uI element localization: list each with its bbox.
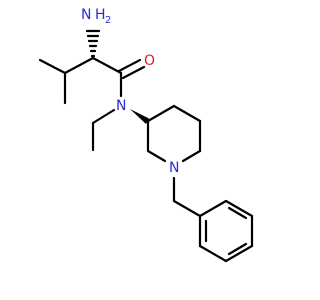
benzene-bond-4	[224, 244, 254, 263]
molecule-canvas: N H 2 O N N	[38, 7, 254, 263]
bond-ch-alpha	[63, 56, 95, 75]
solid-wedge-bond	[130, 109, 149, 124]
ring-bond-4	[181, 149, 202, 163]
bond-methyl1-ch	[38, 58, 67, 75]
ring-nitrogen-label: N	[169, 160, 179, 176]
bond-carbonyl-double-1	[117, 58, 142, 73]
amine-hydrogen-label: H	[95, 7, 106, 23]
bond-carbonyl-double-2	[121, 65, 146, 80]
hashed-wedge-bond	[85, 29, 101, 58]
bond-alpha-carbonyl	[91, 56, 123, 75]
ring-bond-5	[146, 149, 167, 163]
carbonyl-oxygen-label: O	[144, 53, 155, 69]
benzene-inner-bond-1	[227, 206, 248, 220]
ring-bond-2	[172, 104, 202, 123]
amine-nitrogen-label: N	[81, 7, 91, 23]
benzene-bond-5	[198, 244, 228, 263]
amide-nitrogen-label: N	[116, 98, 126, 114]
benzene-bond-1	[198, 199, 228, 218]
ring-bond-1	[146, 104, 176, 123]
benzene-bond-2	[224, 199, 254, 218]
benzene-inner-bond-2	[227, 242, 248, 256]
bond-n-ethyl-ch2	[91, 108, 116, 125]
structure-drawing: N H 2 O N N	[38, 7, 254, 263]
bond-ch2-phenyl	[172, 199, 202, 218]
amine-subscript-label: 2	[105, 15, 111, 26]
